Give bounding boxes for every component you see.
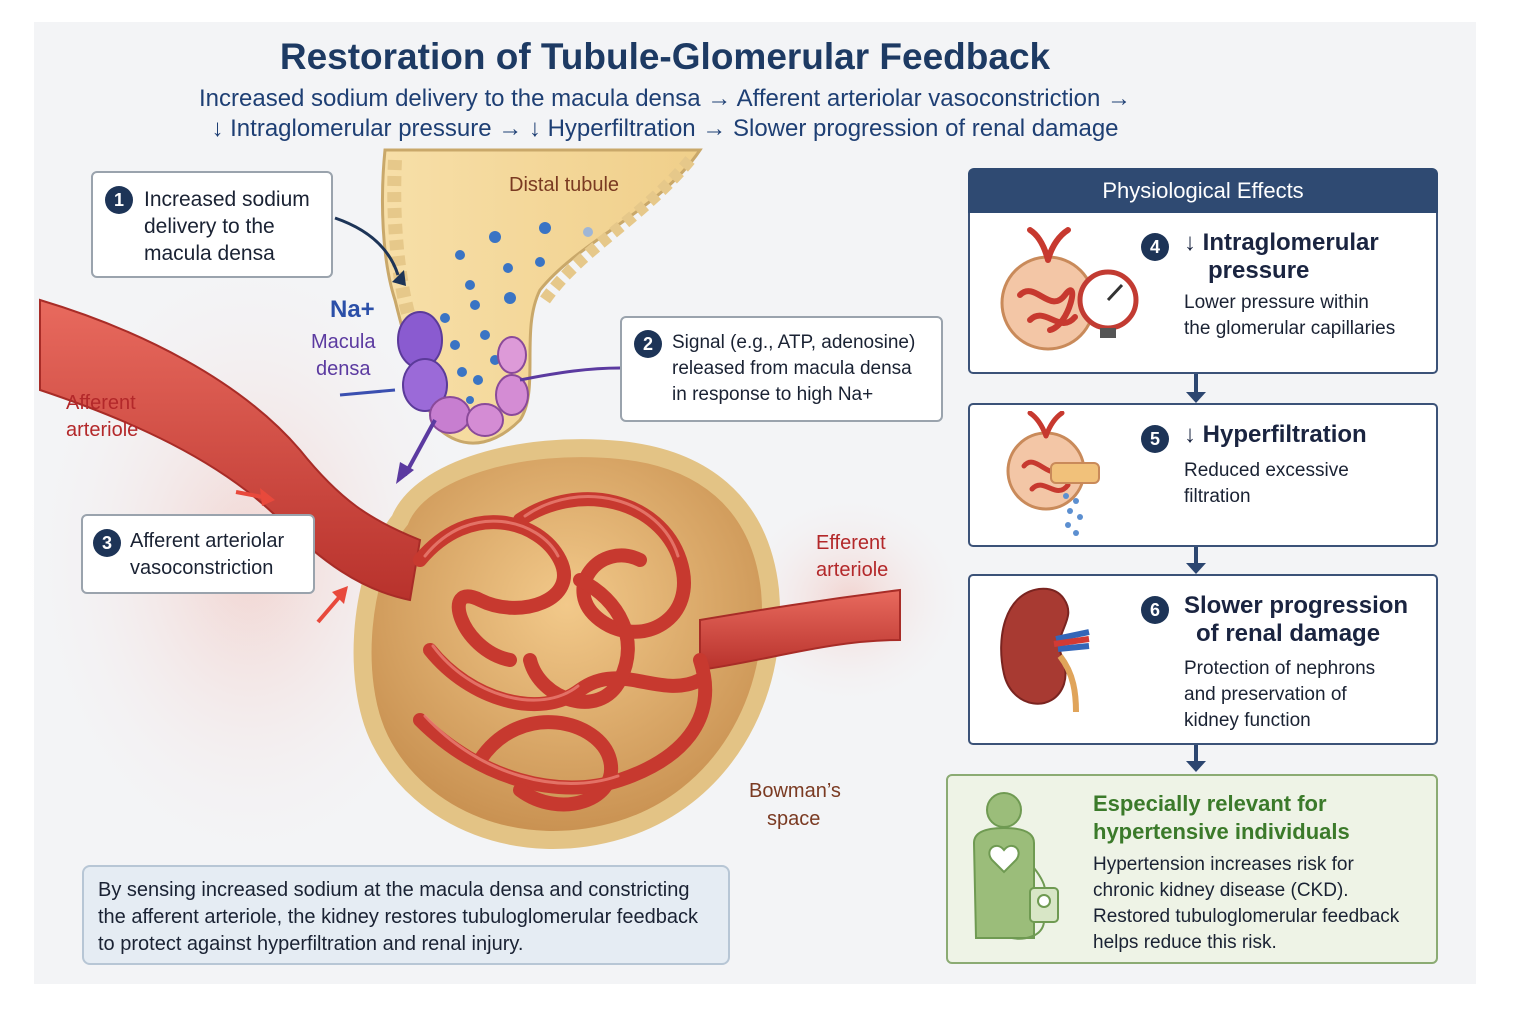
step-number-1: 1 [105,186,133,214]
macula-densa-label-line-1: Macula [311,331,376,353]
callout-1: 1 Increased sodium delivery to the macul… [91,171,333,278]
effect-card-6: 6 Slower progression of renal damage Pro… [968,574,1438,745]
page-title: Restoration of Tubule-Glomerular Feedbac… [279,36,1051,77]
na-flow-arrow [339,388,396,397]
effect-6-body-line-2: and preservation of [1184,684,1347,705]
callout-2-arrow [519,366,621,382]
green-body-line-3: Restored tubuloglomerular feedback [1093,906,1400,927]
distal-tubule-label: Distal tubule [509,174,620,196]
callout-3-line-2: vasoconstriction [130,557,274,579]
panel-header: Physiological Effects [968,168,1438,214]
callout-2-line-1: Signal (e.g., ATP, adenosine) [672,332,916,353]
callout-3: 3 Afferent arteriolar vasoconstriction [81,514,315,594]
constriction-arrow-bottom [316,592,344,624]
bowmans-space-label-line-1: Bowman’s [749,780,841,802]
glomerulus-icon [1000,227,1139,351]
effect-card-5: 5 ↓ Hyperfiltration Reduced excessive fi… [968,403,1438,547]
bowmans-space-label-line-2: space [767,808,821,830]
signal-arrowhead [396,462,414,484]
capillary-highlights [423,495,680,785]
step-number-4: 4 [1141,233,1169,261]
step-number-6: 6 [1141,596,1169,624]
green-body-line-4: helps reduce this risk. [1093,932,1277,953]
efferent-arteriole-label-line-2: arteriole [816,559,889,581]
effect-card-4: 4 ↓ Intraglomerular pressure Lower press… [968,213,1438,374]
flow-arrowhead-5-6 [1186,563,1206,574]
effect-6-body-line-1: Protection of nephrons [1184,658,1376,679]
callout-2: 2 Signal (e.g., ATP, adenosine) released… [620,316,943,422]
afferent-arteriole-label-line-2: arteriole [66,419,139,441]
green-title-line-2: hypertensive individuals [1093,819,1350,844]
summary-line-1: By sensing increased sodium at the macul… [98,879,690,901]
signal-arrow [403,419,437,476]
flow-connector-5-6 [1194,547,1198,565]
callout-1-arrow [334,216,400,276]
subtitle-line-1: Increased sodium delivery to the macula … [198,85,1131,112]
afferent-arteriole [39,298,422,602]
afferent-arteriole-label-line-1: Afferent [66,392,136,414]
subtitle-line-2: ↓ Intraglomerular pressure → ↓ Hyperfilt… [211,115,1119,142]
summary-box: By sensing increased sodium at the macul… [82,865,730,965]
effect-6-title-line-2: of renal damage [1196,620,1381,647]
callout-1-line-1: Increased sodium [144,188,310,211]
effect-6-title-line-1: Slower progression [1184,592,1409,619]
step-number-3: 3 [93,529,121,557]
effect-4-title-line-1: ↓ Intraglomerular [1184,229,1379,256]
hypertension-note: Especially relevant for hypertensive ind… [946,774,1438,964]
effect-4-body-line-2: the glomerular capillaries [1184,318,1396,339]
step-number-5: 5 [1141,425,1169,453]
effect-5-body-line-1: Reduced excessive [1184,460,1349,481]
callout-1-line-2: delivery to the [144,215,275,238]
macula-densa-label-line-2: densa [316,358,371,380]
green-title-line-1: Especially relevant for [1093,791,1327,816]
callout-1-line-3: macula densa [144,242,275,265]
step-number-2: 2 [634,330,662,358]
callout-2-line-3: in response to high Na+ [672,384,874,405]
callout-3-line-1: Afferent arteriolar [130,530,285,552]
macula-densa-cells [397,311,529,437]
kidney-icon [1000,587,1090,713]
callout-2-line-2: released from macula densa [672,358,912,379]
efferent-arteriole [699,588,901,672]
effect-5-body-line-2: filtration [1184,486,1251,507]
filtration-icon [1006,411,1100,536]
effect-4-body-line-1: Lower pressure within [1184,292,1369,313]
flow-connector-4-5 [1194,374,1198,394]
green-body-line-1: Hypertension increases risk for [1093,854,1354,875]
tubule-wall-cells-right [540,156,695,304]
sodium-label: Na+ [330,296,375,323]
flow-arrowhead-4-5 [1186,392,1206,403]
callout-1-arrowhead [392,270,406,286]
summary-line-2: the afferent arteriole, the kidney resto… [98,906,698,928]
constriction-arrowhead-top [260,488,275,506]
effect-6-body-line-3: kidney function [1184,710,1311,731]
sodium-ions [440,222,593,404]
summary-line-3: to protect against hyperfiltration and r… [98,933,524,955]
flow-arrowhead-6-green [1186,761,1206,772]
effect-5-title-line-1: ↓ Hyperfiltration [1184,421,1367,448]
flow-connector-6-green [1194,745,1198,763]
constriction-arrowhead-bottom [332,586,348,604]
effect-4-title-line-2: pressure [1208,257,1310,284]
glomerular-capillaries [413,492,713,812]
patient-icon [972,792,1059,940]
efferent-arteriole-label-line-1: Efferent [816,532,886,554]
tubule-wall-cells [387,159,417,323]
green-body-line-2: chronic kidney disease (CKD). [1093,880,1349,901]
